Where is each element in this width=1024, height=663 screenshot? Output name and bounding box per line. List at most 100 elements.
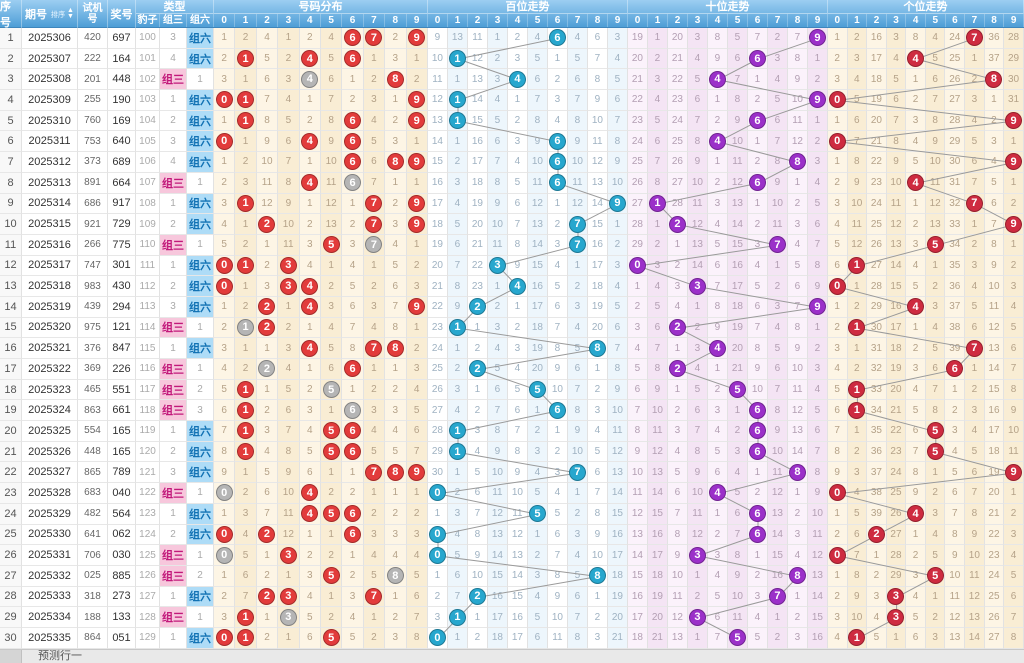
miss-cell: 4 [447,524,468,546]
miss-cell: 3 [507,338,528,359]
miss-cell: 12 [945,607,966,628]
prize-number-cell: 729 [108,214,136,235]
miss-cell: 1 [567,483,588,504]
miss-cell: 2 [527,545,548,566]
miss-cell: 7 [847,131,868,153]
miss-cell: 1 [406,172,428,194]
miss-cell: 8 [406,627,428,649]
miss-cell: 19 [867,90,887,111]
miss-cell: 4 [385,234,407,256]
sort-asc-icon[interactable]: ▲ [67,7,74,14]
seq-cell: 16 [0,338,22,359]
miss-cell: 11 [727,607,748,628]
miss-cell: 21 [727,359,748,380]
tens-ball: 4 [708,70,726,88]
miss-cell: 6 [767,110,788,132]
miss-cell: 3 [587,400,608,422]
prize-ball: 8 [386,339,404,357]
sort-desc-icon[interactable]: ▼ [67,13,74,20]
miss-cell: 3 [787,214,808,235]
miss-cell: 7 [1004,359,1024,380]
miss-cell: 9 [847,586,868,608]
hundreds-ball: 3 [488,256,506,274]
miss-cell: 1 [965,214,985,235]
miss-cell: 2 [667,214,688,235]
miss-cell: 2 [256,586,279,608]
prize-ball: 1 [237,112,255,130]
tens-ball: 6 [748,443,766,461]
prize-ball: 3 [279,546,297,564]
miss-cell: 1 [507,90,528,111]
miss-cell: 2 [507,317,528,339]
miss-cell: 35 [945,255,966,277]
period-cell: 2025321 [22,338,78,359]
digit-header-cell: 4 [300,14,321,27]
miss-cell: 5 [925,565,946,587]
tens-ball: 4 [708,132,726,150]
miss-cell: 3 [299,565,321,587]
group6-cell: 组六 [187,193,214,215]
miss-cell: 22 [984,524,1005,546]
miss-cell: 21 [427,276,448,297]
miss-cell: 6 [256,483,279,504]
miss-cell: 20 [607,607,628,628]
miss-cell: 1 [547,421,568,442]
miss-cell: 12 [507,524,528,546]
miss-cell: 1 [235,607,257,628]
miss-cell: 30 [1004,69,1024,91]
miss-cell: 11 [687,503,708,525]
miss-cell: 5 [965,296,985,318]
group3-cell: 2 [160,214,187,235]
miss-cell: 8 [925,400,946,422]
miss-cell: 3 [299,400,321,422]
miss-cell: 7 [727,524,748,546]
miss-cell: 5 [507,172,528,194]
miss-cell: 5 [1004,317,1024,339]
hundreds-ball: 6 [548,29,566,47]
miss-cell: 1 [527,400,548,422]
test-number-cell: 201 [78,69,108,91]
miss-cell: 7 [567,462,588,484]
header-period[interactable]: 期号 排序 ▲ ▼ [22,0,78,28]
miss-cell: 11 [256,172,279,194]
leopard-miss-cell: 125 [136,545,160,566]
miss-cell: 6 [965,462,985,484]
miss-cell: 3 [587,627,608,649]
miss-cell: 0 [214,90,236,111]
miss-cell: 10 [567,152,588,173]
prediction-row[interactable]: 预测行一 [0,648,1024,663]
group3-cell: 组三 [160,317,187,339]
miss-cell: 19 [527,338,548,359]
miss-cell: 6 [342,131,364,153]
miss-cell: 15 [767,545,788,566]
miss-cell: 5 [687,69,708,91]
miss-cell: 7 [363,214,386,235]
miss-cell: 11 [687,193,708,215]
miss-cell: 5 [320,421,343,442]
prize-ball: 8 [386,153,404,171]
seq-cell: 12 [0,255,22,277]
miss-cell: 2 [687,586,708,608]
miss-cell: 9 [925,131,946,153]
miss-cell: 1 [847,317,868,339]
miss-cell: 3 [667,421,688,442]
miss-cell: 4 [925,524,946,546]
miss-cell: 2 [363,69,386,91]
miss-cell: 0 [214,276,236,297]
miss-cell: 11 [467,28,488,49]
miss-cell: 0 [214,131,236,153]
sort-control[interactable]: 排序 ▲ ▼ [50,7,74,20]
miss-cell: 2 [467,338,488,359]
prize-number-cell: 661 [108,400,136,422]
miss-cell: 3 [299,234,321,256]
miss-cell: 17 [467,152,488,173]
miss-cell: 6 [1004,338,1024,359]
miss-cell: 1 [906,317,926,339]
seq-cell: 10 [0,214,22,235]
miss-cell: 9 [507,255,528,277]
prize-ball: 6 [344,50,362,68]
